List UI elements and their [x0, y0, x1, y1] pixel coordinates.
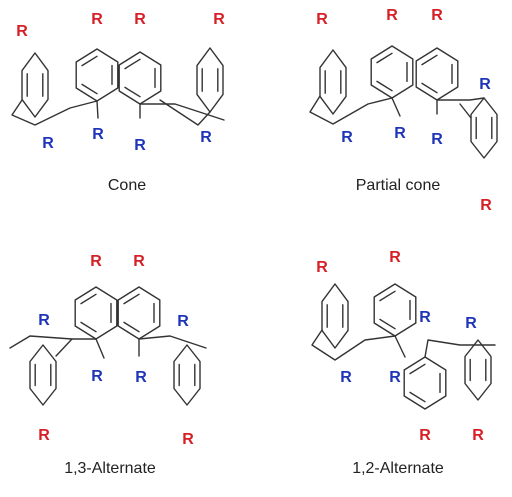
methylene-bridge: [459, 103, 472, 119]
aryl-ring: [21, 52, 49, 118]
methylene-bridge: [96, 100, 99, 119]
lower-rim-substituent: R: [479, 76, 491, 93]
lower-rim-substituent: R: [389, 369, 401, 386]
aromatic-double-bond: [124, 58, 141, 70]
aromatic-double-bond: [421, 82, 438, 94]
upper-rim-substituent: R: [16, 23, 28, 40]
methylene-bridge: [424, 339, 496, 358]
methylene-bridge: [95, 338, 105, 359]
conformer-caption: Partial cone: [356, 177, 441, 194]
upper-rim-substituent: R: [389, 249, 401, 266]
methylene-bridge: [11, 99, 98, 126]
aromatic-double-bond: [80, 321, 97, 333]
methylene-bridge: [9, 335, 97, 349]
lower-rim-substituent: R: [92, 126, 104, 143]
aryl-ring: [173, 344, 201, 406]
upper-rim-substituent: R: [316, 259, 328, 276]
upper-rim-substituent: R: [480, 197, 492, 214]
aromatic-double-bond: [409, 391, 426, 403]
conformer-panel-cone: R R R R R R R R Cone: [11, 11, 225, 194]
lower-rim-substituent: R: [177, 313, 189, 330]
aromatic-double-bond: [421, 54, 438, 66]
upper-rim-substituent: R: [133, 253, 145, 270]
aryl-ring: [319, 49, 347, 115]
upper-rim-substituent: R: [90, 253, 102, 270]
lower-rim-substituent: R: [431, 131, 443, 148]
upper-rim-substituent: R: [419, 427, 431, 444]
upper-rim-substituent: R: [386, 7, 398, 24]
conformer-caption: 1,3-Alternate: [64, 460, 156, 477]
methylene-bridge: [309, 95, 393, 125]
upper-rim-substituent: R: [316, 11, 328, 28]
lower-rim-substituent: R: [340, 369, 352, 386]
lower-rim-substituent: R: [134, 137, 146, 154]
methylene-bridge: [436, 97, 485, 101]
lower-rim-substituent: R: [91, 368, 103, 385]
aromatic-double-bond: [123, 293, 140, 305]
lower-rim-substituent: R: [341, 129, 353, 146]
aryl-ring: [29, 344, 57, 406]
methylene-bridge: [159, 99, 211, 126]
aromatic-double-bond: [81, 83, 98, 95]
aryl-ring: [403, 356, 447, 410]
conformer-panel-1-3-alternate: R R R R R R R R 1,3-Alternate: [9, 253, 207, 477]
lower-rim-substituent: R: [200, 129, 212, 146]
aromatic-double-bond: [81, 55, 98, 67]
lower-rim-substituent: R: [38, 312, 50, 329]
lower-rim-substituent: R: [394, 125, 406, 142]
aryl-ring: [321, 283, 349, 349]
methylene-bridge: [55, 338, 73, 357]
upper-rim-substituent: R: [134, 11, 146, 28]
upper-rim-substituent: R: [91, 11, 103, 28]
conformer-panel-1-2-alternate: R R R R R R R R 1,2-Alternate: [311, 249, 496, 477]
aromatic-double-bond: [124, 86, 141, 98]
conformer-panel-partial-cone: R R R R R R R R Partial cone: [309, 7, 498, 214]
upper-rim-substituent: R: [38, 427, 50, 444]
upper-rim-substituent: R: [431, 7, 443, 24]
methylene-bridge: [311, 329, 396, 361]
aromatic-double-bond: [376, 52, 393, 64]
aromatic-double-bond: [379, 290, 396, 302]
aromatic-double-bond: [123, 321, 140, 333]
aromatic-double-bond: [409, 363, 426, 375]
methylene-bridge: [138, 335, 207, 349]
lower-rim-substituent: R: [465, 315, 477, 332]
upper-rim-substituent: R: [472, 427, 484, 444]
conformer-caption: 1,2-Alternate: [352, 460, 444, 477]
upper-rim-substituent: R: [213, 11, 225, 28]
lower-rim-substituent: R: [419, 309, 431, 326]
methylene-bridge: [394, 335, 406, 358]
aryl-ring: [196, 47, 224, 113]
methylene-bridge: [391, 97, 401, 117]
aromatic-double-bond: [80, 293, 97, 305]
upper-rim-substituent: R: [182, 431, 194, 448]
conformer-caption: Cone: [108, 177, 146, 194]
lower-rim-substituent: R: [42, 135, 54, 152]
aromatic-double-bond: [379, 318, 396, 330]
aryl-ring: [470, 97, 498, 159]
aryl-ring: [464, 339, 492, 401]
methylene-bridge: [139, 103, 225, 121]
aromatic-double-bond: [376, 80, 393, 92]
lower-rim-substituent: R: [135, 369, 147, 386]
